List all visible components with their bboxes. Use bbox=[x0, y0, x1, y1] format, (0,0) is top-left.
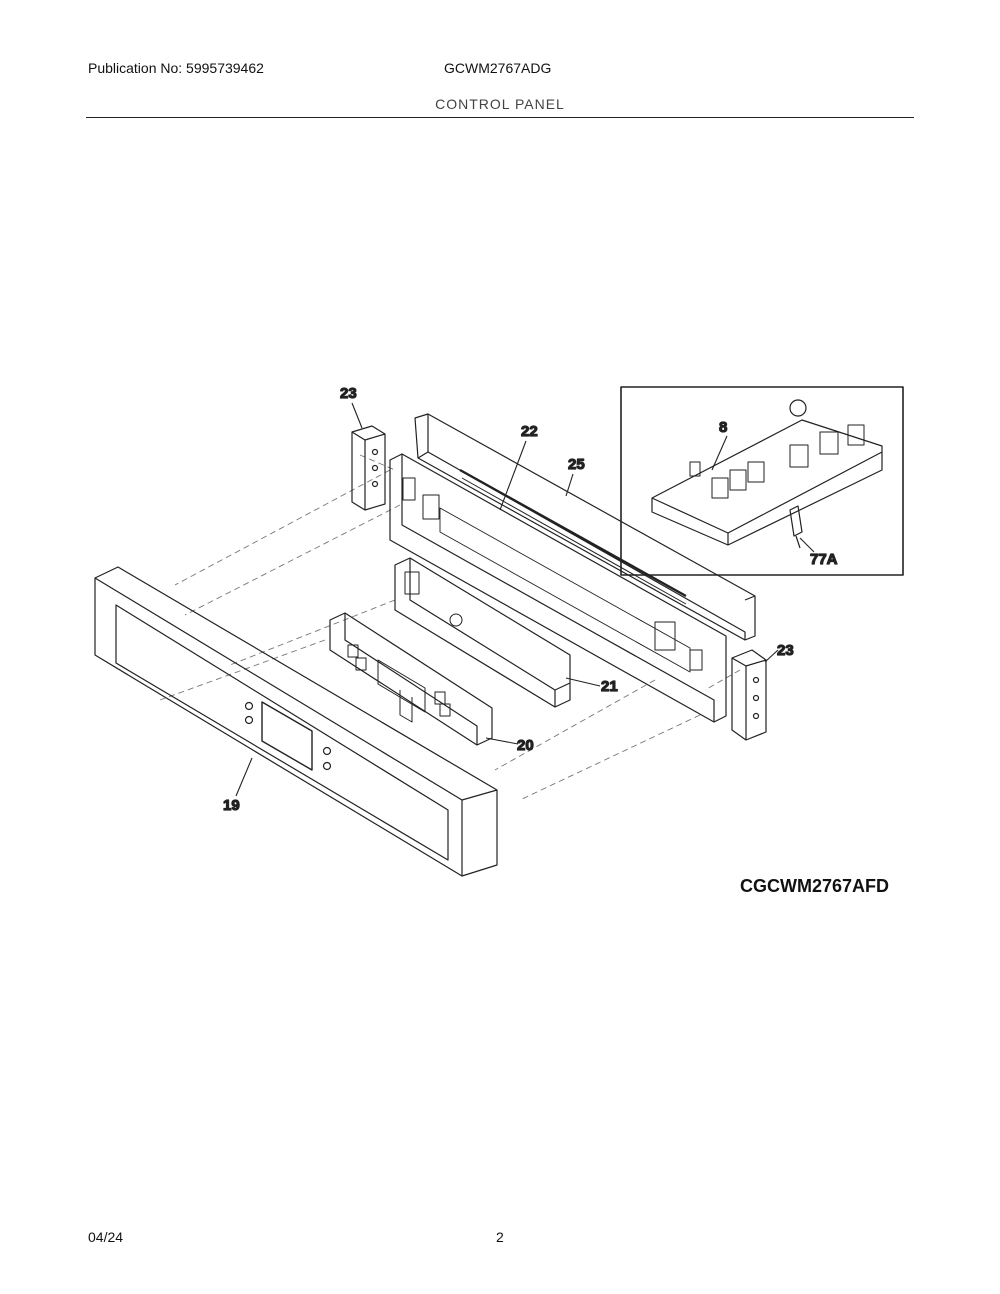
header-divider bbox=[86, 117, 914, 118]
callout-25: 25 bbox=[568, 456, 585, 473]
publication-date: 04/24 bbox=[88, 1229, 124, 1245]
diagram-reference-code: CGCWM2767AFD bbox=[740, 876, 890, 896]
page-number: 2 bbox=[496, 1229, 504, 1245]
callout-20: 20 bbox=[517, 737, 534, 754]
callout-77a: 77A bbox=[810, 551, 838, 568]
part-25-trim-strip bbox=[414, 413, 756, 641]
callout-22: 22 bbox=[521, 423, 538, 440]
callout-19: 19 bbox=[223, 797, 240, 814]
part-20-ui-board bbox=[329, 612, 493, 746]
inset-board-detail bbox=[620, 386, 904, 576]
publication-number: Publication No: 5995739462 bbox=[88, 60, 264, 76]
part-23-right-bracket bbox=[731, 649, 767, 741]
section-title: CONTROL PANEL bbox=[435, 96, 565, 112]
part-21-board-housing bbox=[394, 557, 571, 708]
part-19-front-panel bbox=[94, 566, 498, 877]
part-23-left-bracket bbox=[351, 425, 386, 511]
model-number: GCWM2767ADG bbox=[444, 60, 552, 76]
callout-21: 21 bbox=[601, 678, 618, 695]
callout-23-right: 23 bbox=[777, 642, 794, 659]
assembly-guide-lines bbox=[159, 454, 741, 801]
callout-23-left: 23 bbox=[340, 385, 357, 402]
part-22-control-bracket bbox=[389, 453, 727, 723]
callout-8: 8 bbox=[719, 419, 727, 436]
callout-leader-lines bbox=[235, 402, 815, 797]
